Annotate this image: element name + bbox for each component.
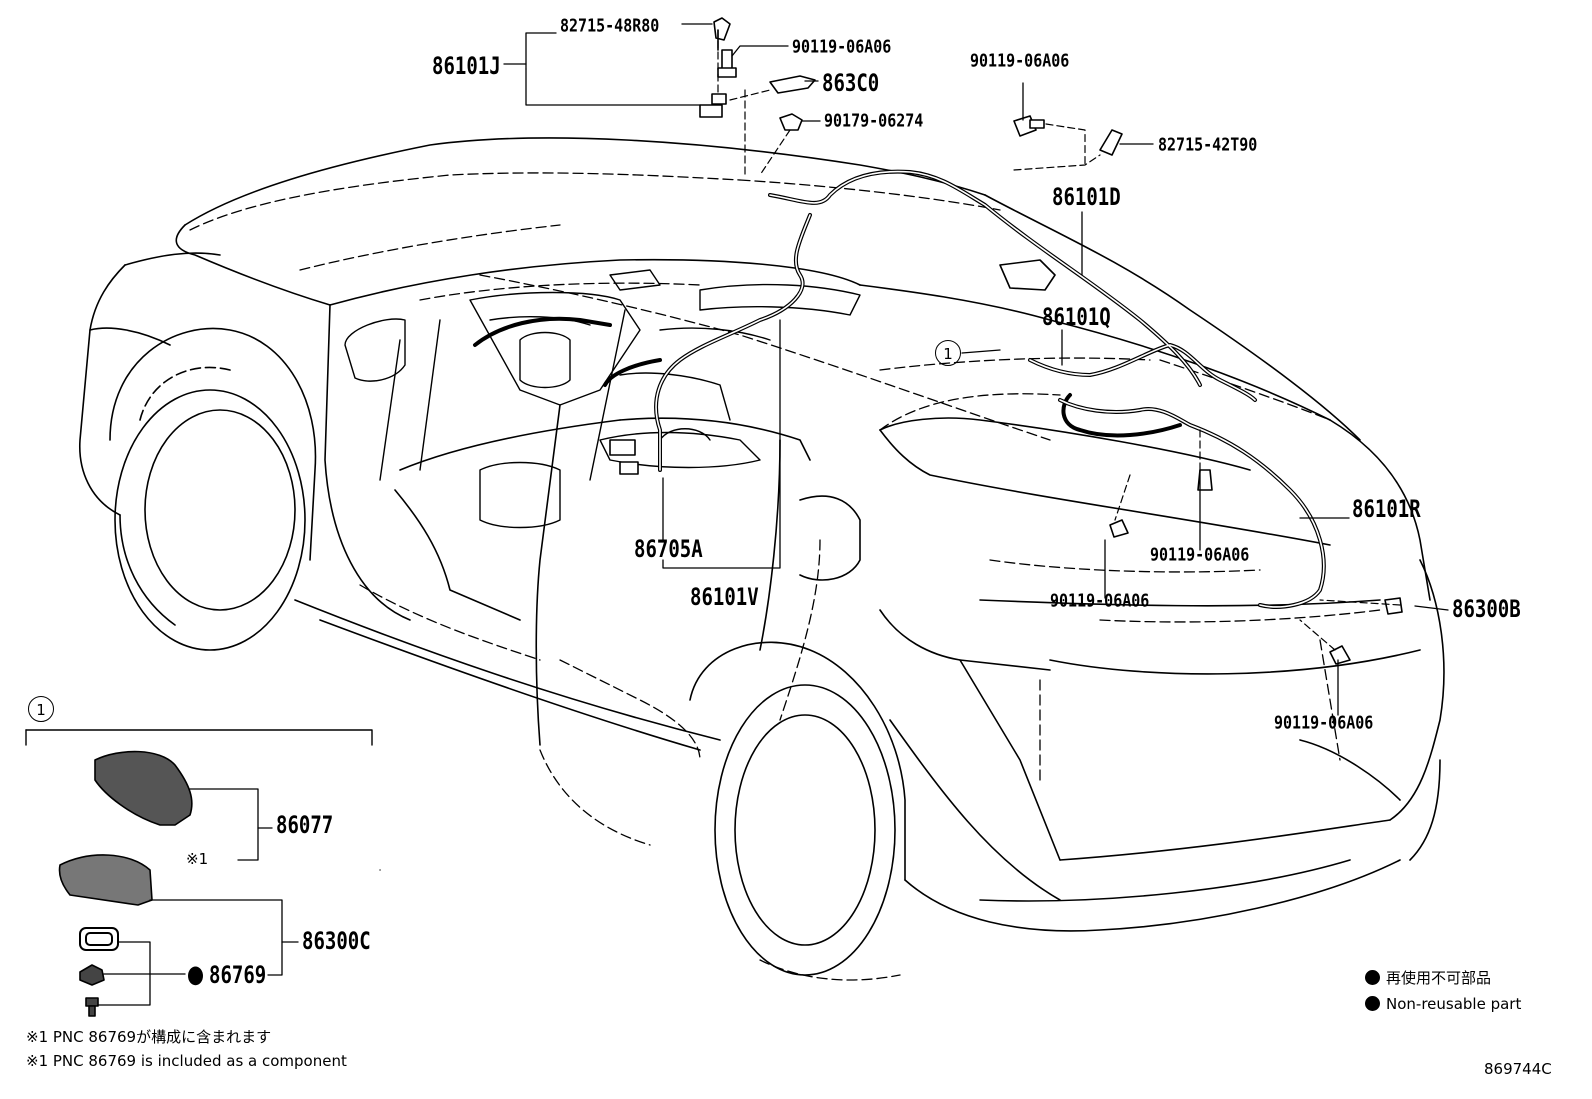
inset-leader-lines — [97, 788, 299, 1006]
label-86300C: 86300C — [302, 927, 371, 955]
rear-wheel — [714, 684, 896, 976]
bolt-90119-top-left-shape — [717, 49, 737, 78]
reference-marker-1-inset: 1 — [28, 696, 54, 722]
label-86300B: 86300B — [1452, 595, 1521, 623]
footnote-jp: ※1 PNC 86769が構成に含まれます — [26, 1028, 272, 1046]
non-reusable-dot-icon — [188, 966, 203, 986]
inset-bracket — [25, 729, 373, 746]
legend-dot-icon-en — [1365, 996, 1380, 1011]
label-90119-06A06-bottom-right: 90119-06A06 — [1274, 711, 1374, 734]
diagram-code: 869744C — [1484, 1060, 1552, 1078]
label-90119-06A06-mid-center: 90119-06A06 — [1050, 589, 1150, 612]
antenna-cover-86077-shape — [94, 750, 193, 826]
label-86077: 86077 — [276, 811, 334, 839]
screw-shape — [85, 997, 99, 1017]
label-90119-06A06-top-right: 90119-06A06 — [970, 49, 1070, 72]
label-86101J: 86101J — [432, 52, 501, 80]
legend-jp-text: 再使用不可部品 — [1386, 969, 1492, 987]
nut-86769-shape — [79, 964, 105, 986]
clamp-86101J-shape — [699, 93, 727, 118]
connector-86101Q-shape — [999, 259, 1056, 291]
reference-marker-1-diagram: 1 — [935, 340, 961, 366]
legend-dot-icon-jp — [1365, 970, 1380, 985]
wire-harness — [473, 169, 1326, 609]
footnote-en: ※1 PNC 86769 is included as a component — [26, 1052, 347, 1070]
clip-82715-42T90-shape — [1099, 129, 1123, 156]
gasket-shape — [79, 927, 119, 951]
leader-lines — [503, 23, 1449, 716]
attachment-guides — [717, 29, 1401, 651]
bolt-90119-mid-shapes — [1109, 469, 1403, 665]
antenna-86300C-shape — [58, 854, 153, 906]
label-86101V: 86101V — [690, 583, 759, 611]
label-863C0: 863C0 — [822, 69, 880, 97]
note-marker-x1: ※1 — [186, 850, 209, 868]
label-86101R: 86101R — [1352, 495, 1421, 523]
label-82715-42T90: 82715-42T90 — [1158, 133, 1258, 156]
label-90119-06A06-top-left: 90119-06A06 — [792, 35, 892, 58]
nut-90179-shape — [779, 113, 803, 131]
bolt-90119-top-right-shape — [1013, 115, 1045, 137]
label-86101D: 86101D — [1052, 183, 1121, 211]
vehicle-phantom-lines — [189, 172, 1381, 981]
legend-non-reusable-en: Non-reusable part — [1365, 996, 1521, 1012]
label-90119-06A06-mid-right: 90119-06A06 — [1150, 543, 1250, 566]
label-86705A: 86705A — [634, 535, 703, 563]
label-86769: 86769 — [188, 961, 267, 989]
legend-non-reusable-jp: 再使用不可部品 — [1365, 970, 1491, 986]
label-86101Q: 86101Q — [1042, 303, 1111, 331]
label-90179-06274: 90179-06274 — [824, 109, 924, 132]
label-82715-48R80: 82715-48R80 — [560, 14, 660, 37]
label-86769-text: 86769 — [209, 961, 267, 989]
connector-86705A-shape — [609, 439, 639, 475]
front-wheel — [114, 366, 306, 651]
interior-outline — [344, 269, 861, 529]
clip-863C0-shape — [769, 75, 816, 94]
vehicle-body-outline — [79, 137, 1445, 932]
legend-en-text: Non-reusable part — [1386, 995, 1522, 1013]
clip-82715-48R80-shape — [713, 17, 731, 51]
